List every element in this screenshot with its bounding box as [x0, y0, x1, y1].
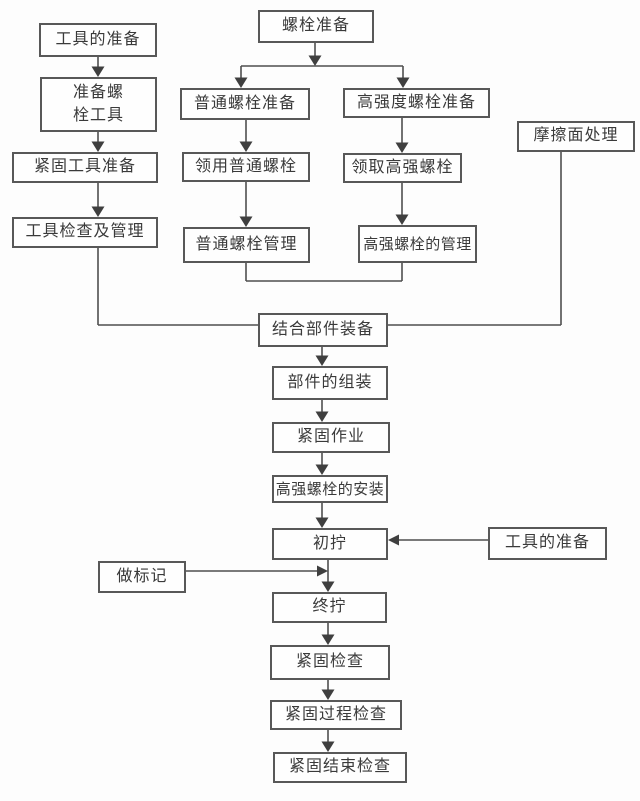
node-high-strength-bolt-preparation: 高强度螺栓准备 — [343, 88, 490, 118]
node-friction-surface-treatment: 摩擦面处理 — [517, 121, 635, 152]
node-ordinary-bolt-management: 普通螺栓管理 — [183, 227, 310, 263]
node-initial-tightening: 初拧 — [272, 528, 388, 560]
node-label: 工具的准备 — [504, 534, 590, 552]
edge-fastening-work-to-hs-install — [315, 453, 329, 475]
node-fastening-process-inspection: 紧固过程检查 — [270, 700, 402, 730]
node-label: 紧固过程检查 — [284, 705, 387, 723]
node-fastening-inspection: 紧固检查 — [270, 645, 390, 680]
node-label: 高强度螺栓准备 — [356, 93, 476, 111]
edge-friction-to-joint-equipping — [388, 152, 562, 326]
node-component-assembly: 部件的组装 — [272, 366, 388, 400]
edge-joint-to-component-assembly — [315, 347, 329, 366]
node-bolt-preparation: 螺栓准备 — [258, 10, 374, 43]
node-ordinary-bolt-preparation: 普通螺栓准备 — [180, 88, 310, 120]
node-receive-ordinary-bolts: 领用普通螺栓 — [182, 152, 310, 182]
node-high-strength-bolt-installation: 高强螺栓的安装 — [272, 475, 388, 503]
edge-hs-prep-to-receive — [395, 118, 409, 153]
node-label: 螺栓准备 — [281, 17, 350, 35]
edge-receive-to-ordinary-mgmt — [239, 182, 253, 227]
node-joint-component-equipping: 结合部件装备 — [258, 313, 388, 347]
node-label: 紧固结束检查 — [288, 758, 391, 776]
node-receive-high-strength-bolts: 领取高强螺栓 — [343, 153, 462, 183]
node-tool-preparation-top: 工具的准备 — [39, 23, 157, 57]
edge-final-to-fastening-inspection — [321, 623, 335, 645]
node-label: 紧固工具准备 — [33, 158, 136, 176]
node-label: 摩擦面处理 — [533, 127, 619, 145]
node-tool-inspection-management: 工具检查及管理 — [12, 217, 158, 248]
edge-management-merge — [245, 263, 403, 282]
node-label: 工具检查及管理 — [25, 223, 145, 241]
node-label: 紧固作业 — [296, 428, 365, 446]
edge-tool-inspection-to-joint-equipping — [97, 248, 258, 326]
node-label: 终拧 — [312, 598, 347, 616]
node-label: 准备螺 栓工具 — [72, 84, 124, 124]
node-label: 做标记 — [116, 567, 168, 585]
node-make-marking: 做标记 — [98, 561, 186, 593]
node-label: 普通螺栓管理 — [195, 235, 298, 253]
edge-marking-to-tightening-line — [186, 565, 328, 577]
edge-component-to-fastening-work — [315, 400, 329, 422]
node-fastening-operation: 紧固作业 — [272, 422, 390, 453]
node-label: 高强螺栓的管理 — [363, 235, 472, 253]
edge-bolt-prep-branch — [234, 43, 410, 88]
edge-tool-prep-to-prepare-bolt-tools — [91, 57, 105, 77]
edge-inspection-to-process-inspection — [321, 680, 335, 700]
edge-receive-to-hs-mgmt — [395, 183, 409, 225]
node-final-tightening: 终拧 — [272, 592, 387, 623]
node-label: 部件的组装 — [287, 373, 373, 391]
edge-fastening-tool-prep-to-tool-inspection — [91, 183, 105, 217]
node-label: 工具的准备 — [55, 30, 141, 48]
node-label: 紧固检查 — [295, 653, 364, 671]
edge-initial-to-final-tightening — [321, 560, 335, 592]
node-label: 普通螺栓准备 — [193, 94, 296, 112]
edge-hs-install-to-initial-tightening — [315, 503, 329, 528]
edge-ordinary-prep-to-receive — [239, 120, 253, 152]
edge-process-to-completion-inspection — [321, 730, 335, 752]
node-label: 结合部件装备 — [271, 320, 374, 338]
node-label: 领取高强螺栓 — [351, 158, 454, 176]
node-fastening-completion-inspection: 紧固结束检查 — [273, 752, 407, 783]
node-label: 初拧 — [312, 534, 347, 552]
node-prepare-bolt-tools: 准备螺 栓工具 — [40, 77, 157, 132]
node-high-strength-bolt-management: 高强螺栓的管理 — [358, 225, 477, 263]
edge-prepare-bolt-tools-to-fastening-tool-prep — [91, 132, 105, 152]
node-label: 高强螺栓的安装 — [275, 480, 385, 498]
node-tool-preparation-right: 工具的准备 — [488, 527, 607, 560]
edge-tool-prep-right-to-initial-tightening — [388, 534, 488, 546]
node-fastening-tool-preparation: 紧固工具准备 — [12, 152, 158, 183]
node-label: 领用普通螺栓 — [194, 157, 297, 175]
